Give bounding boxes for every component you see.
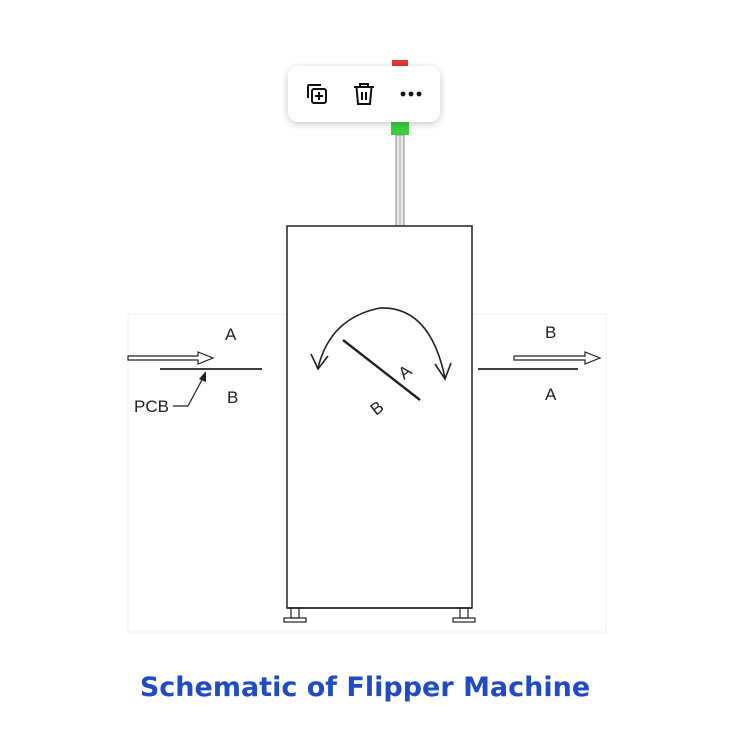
rotating-pcb bbox=[342, 339, 421, 401]
arc-arrowhead-left bbox=[310, 353, 329, 371]
diagram-caption: Schematic of Flipper Machine bbox=[139, 672, 591, 703]
input-arrow bbox=[127, 351, 215, 365]
output-arrow bbox=[513, 351, 602, 365]
rotation-arc bbox=[317, 307, 446, 379]
input-bottom-label: B bbox=[227, 388, 238, 407]
pcb-leader-line bbox=[173, 375, 205, 407]
duplicate-icon bbox=[307, 84, 328, 104]
floating-toolbar bbox=[288, 66, 440, 122]
arc-arrowhead-right bbox=[434, 362, 452, 381]
delete-button[interactable] bbox=[346, 76, 382, 112]
more-horizontal-icon bbox=[400, 91, 422, 97]
right-foot bbox=[452, 607, 476, 623]
pcb-leader-arrowhead bbox=[199, 371, 206, 382]
more-button[interactable] bbox=[393, 76, 429, 112]
input-top-label: A bbox=[225, 325, 237, 344]
trash-icon bbox=[353, 83, 374, 105]
output-top-label: B bbox=[545, 323, 556, 342]
pcb-label: PCB bbox=[134, 397, 169, 416]
left-foot bbox=[283, 607, 307, 623]
status-light-green bbox=[391, 121, 409, 135]
output-bottom-label: A bbox=[545, 385, 557, 404]
status-light-red bbox=[392, 60, 408, 66]
duplicate-button[interactable] bbox=[299, 76, 335, 112]
